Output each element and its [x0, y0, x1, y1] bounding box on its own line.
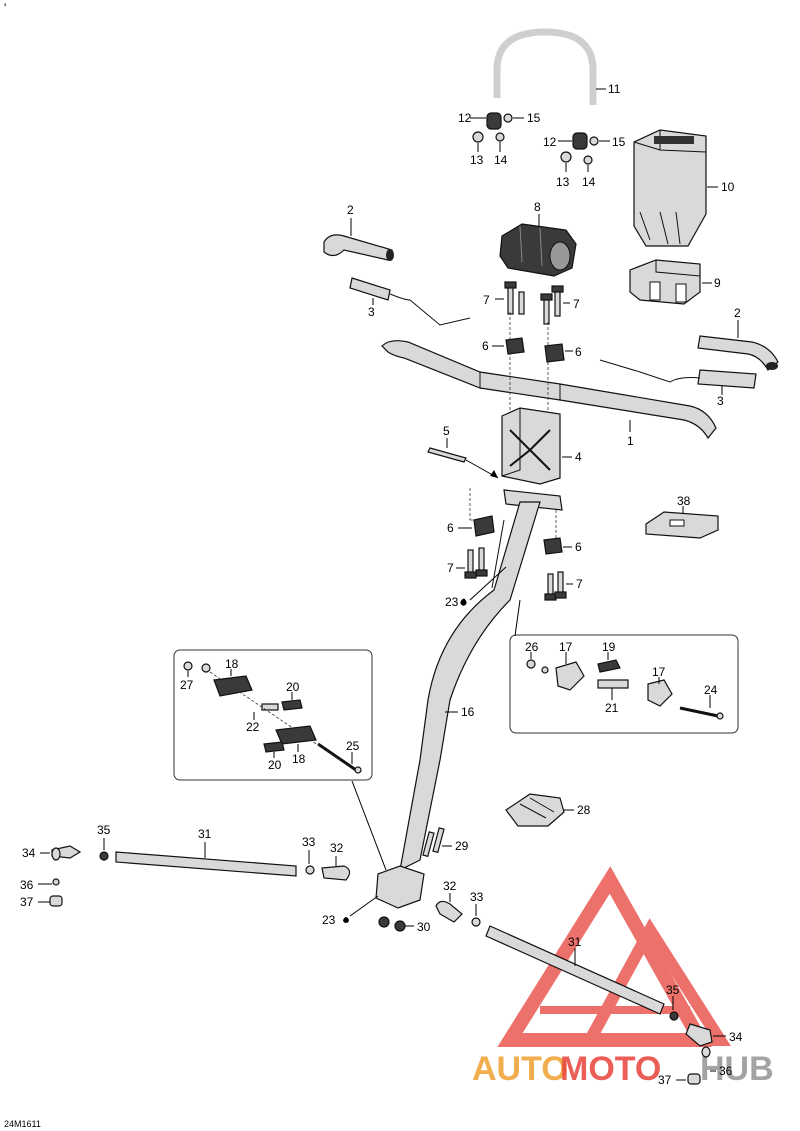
label-29: 29 — [455, 839, 469, 853]
callout-right-parts — [526, 659, 724, 720]
label-18-bottom: 18 — [292, 752, 306, 766]
label-6-upper-right: 6 — [575, 345, 582, 359]
label-26: 26 — [525, 640, 539, 654]
label-8: 8 — [534, 200, 541, 214]
label-38: 38 — [677, 494, 691, 508]
label-19: 19 — [602, 640, 616, 654]
label-27: 27 — [180, 678, 194, 692]
label-2-right: 2 — [734, 306, 741, 320]
label-2-left: 2 — [347, 203, 354, 217]
label-6-lower-right: 6 — [575, 540, 582, 554]
label-32-left: 32 — [330, 841, 344, 855]
part-3-heater-right — [599, 359, 757, 389]
watermark-hub: HUB — [700, 1050, 774, 1088]
label-11: 11 — [608, 82, 621, 96]
label-17-top: 17 — [559, 640, 573, 654]
label-20-top: 20 — [286, 680, 300, 694]
part-8-pad — [499, 223, 577, 277]
label-34-left: 34 — [22, 846, 36, 860]
label-14-left: 14 — [494, 153, 508, 167]
part-2-grip-right — [697, 335, 779, 371]
label-31-right: 31 — [568, 935, 582, 949]
label-35-left: 35 — [97, 823, 111, 837]
label-6-upper-left: 6 — [482, 339, 489, 353]
label-37-right: 37 — [658, 1073, 672, 1087]
part-1-handlebar — [381, 340, 717, 440]
lube-drop-icon-top — [460, 598, 467, 606]
label-37-left: 37 — [20, 895, 34, 909]
label-31-left: 31 — [198, 827, 212, 841]
watermark-moto: MOTO — [560, 1050, 661, 1088]
label-3-right: 3 — [717, 394, 724, 408]
part-29-bolts — [422, 827, 445, 858]
label-36-left: 36 — [20, 878, 34, 892]
part-28-boot — [505, 793, 565, 827]
label-7-lower-left: 7 — [447, 561, 454, 575]
hoop-clamp-left — [472, 112, 513, 143]
label-13-right: 13 — [556, 175, 570, 189]
label-20-bottom: 20 — [268, 758, 282, 772]
label-22: 22 — [246, 720, 260, 734]
label-34-right: 34 — [729, 1030, 743, 1044]
label-1: 1 — [627, 434, 634, 448]
label-35-right: 35 — [666, 983, 680, 997]
hoop-clamp-right — [560, 132, 599, 165]
callout-left-parts — [183, 661, 362, 774]
part-3-heater-left — [349, 277, 471, 326]
label-12-right: 12 — [543, 135, 557, 149]
label-25: 25 — [346, 739, 360, 753]
label-14-right: 14 — [582, 175, 596, 189]
corner-mark: ' — [4, 1, 6, 15]
label-21: 21 — [605, 701, 619, 715]
part-9-pad-base — [629, 259, 701, 305]
label-7-lower-right: 7 — [576, 577, 583, 591]
part-38-plate — [645, 511, 719, 539]
lube-drop-icon-bottom — [343, 917, 349, 923]
tie-rod-right-assembly — [435, 900, 713, 1085]
label-9: 9 — [714, 276, 721, 290]
part-4-riser-bracket — [501, 407, 561, 485]
part-6-clamps-lower — [473, 515, 563, 555]
part-7-bolts-lower — [464, 547, 567, 601]
diagram-code: 24M1611 — [4, 1119, 41, 1129]
label-33-right: 33 — [470, 890, 484, 904]
part-16-steering-column — [399, 489, 563, 872]
label-3-left: 3 — [368, 305, 375, 319]
part-6-clamps-upper — [505, 337, 565, 363]
label-30: 30 — [417, 920, 431, 934]
label-12-left: 12 — [458, 111, 472, 125]
tie-rod-left-assembly — [49, 845, 351, 907]
label-16: 16 — [461, 705, 475, 719]
column-base-plate — [375, 865, 425, 932]
label-18-top: 18 — [225, 657, 239, 671]
label-17-right: 17 — [652, 665, 666, 679]
label-10: 10 — [721, 180, 735, 194]
label-32-right: 32 — [443, 879, 457, 893]
label-6-lower-left: 6 — [447, 521, 454, 535]
label-7-top-left: 7 — [483, 293, 490, 307]
part-2-grip-left — [323, 234, 394, 261]
label-23-top: 23 — [445, 595, 459, 609]
label-4: 4 — [575, 450, 582, 464]
part-5-strap — [427, 447, 467, 463]
label-15-right: 15 — [612, 135, 626, 149]
part-11-hoop — [493, 28, 597, 105]
label-5: 5 — [443, 424, 450, 438]
label-33-left: 33 — [302, 835, 316, 849]
label-28: 28 — [577, 803, 591, 817]
label-7-top-right: 7 — [573, 297, 580, 311]
label-23-bottom: 23 — [322, 913, 336, 927]
watermark-auto: AUTO — [472, 1050, 568, 1088]
label-24: 24 — [704, 683, 718, 697]
label-15-left: 15 — [527, 111, 541, 125]
part-7-bolts-top — [504, 281, 564, 325]
part-10-pad — [633, 129, 707, 247]
label-13-left: 13 — [470, 153, 484, 167]
label-36-right: 36 — [719, 1064, 733, 1078]
